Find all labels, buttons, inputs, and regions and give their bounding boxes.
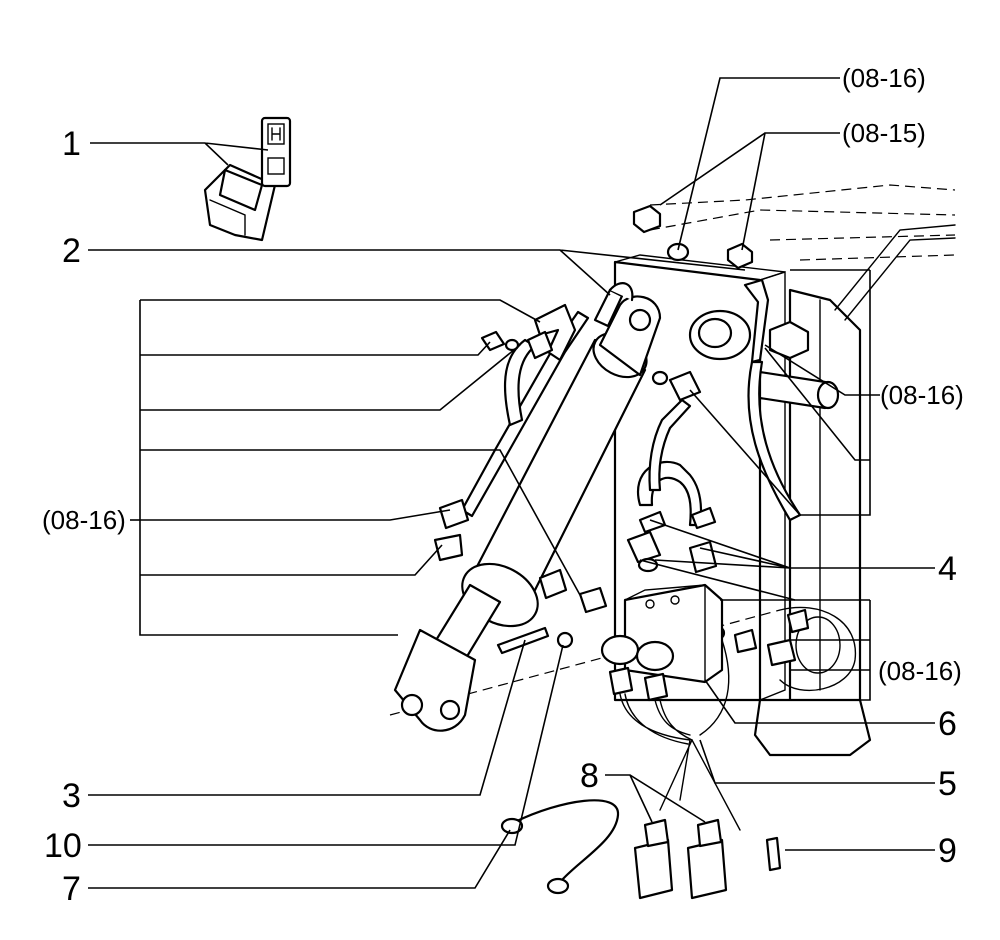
reference-top-08-16: (08-16) [842, 63, 926, 93]
callout-5: 5 [938, 765, 957, 803]
rocker-switch-icon [203, 116, 292, 242]
callout-3: 3 [62, 777, 81, 815]
leader-lines [88, 77, 935, 889]
callout-1: 1 [62, 125, 81, 163]
callout-7: 7 [62, 870, 81, 908]
reference-left-08-16: (08-16) [42, 505, 126, 535]
hydraulic-cylinder-icon [393, 295, 662, 732]
pin-icon [765, 836, 782, 872]
callout-6: 6 [938, 705, 957, 743]
reference-right-08-16: (08-16) [880, 380, 964, 410]
callout-9: 9 [938, 832, 957, 870]
callout-10: 10 [44, 827, 82, 865]
electrical-connector-icon [633, 818, 728, 900]
reference-08-15: (08-15) [842, 118, 926, 148]
ground-cable-icon [500, 799, 620, 895]
callout-8: 8 [580, 757, 599, 795]
callout-labels: 1 2 3 10 7 8 4 6 5 9 (08-16) (08-15) (08… [42, 63, 964, 908]
callout-4: 4 [938, 550, 957, 588]
reference-lower-right-08-16: (08-16) [878, 656, 962, 686]
valve-block-icon [600, 583, 741, 831]
callout-2: 2 [62, 232, 81, 270]
